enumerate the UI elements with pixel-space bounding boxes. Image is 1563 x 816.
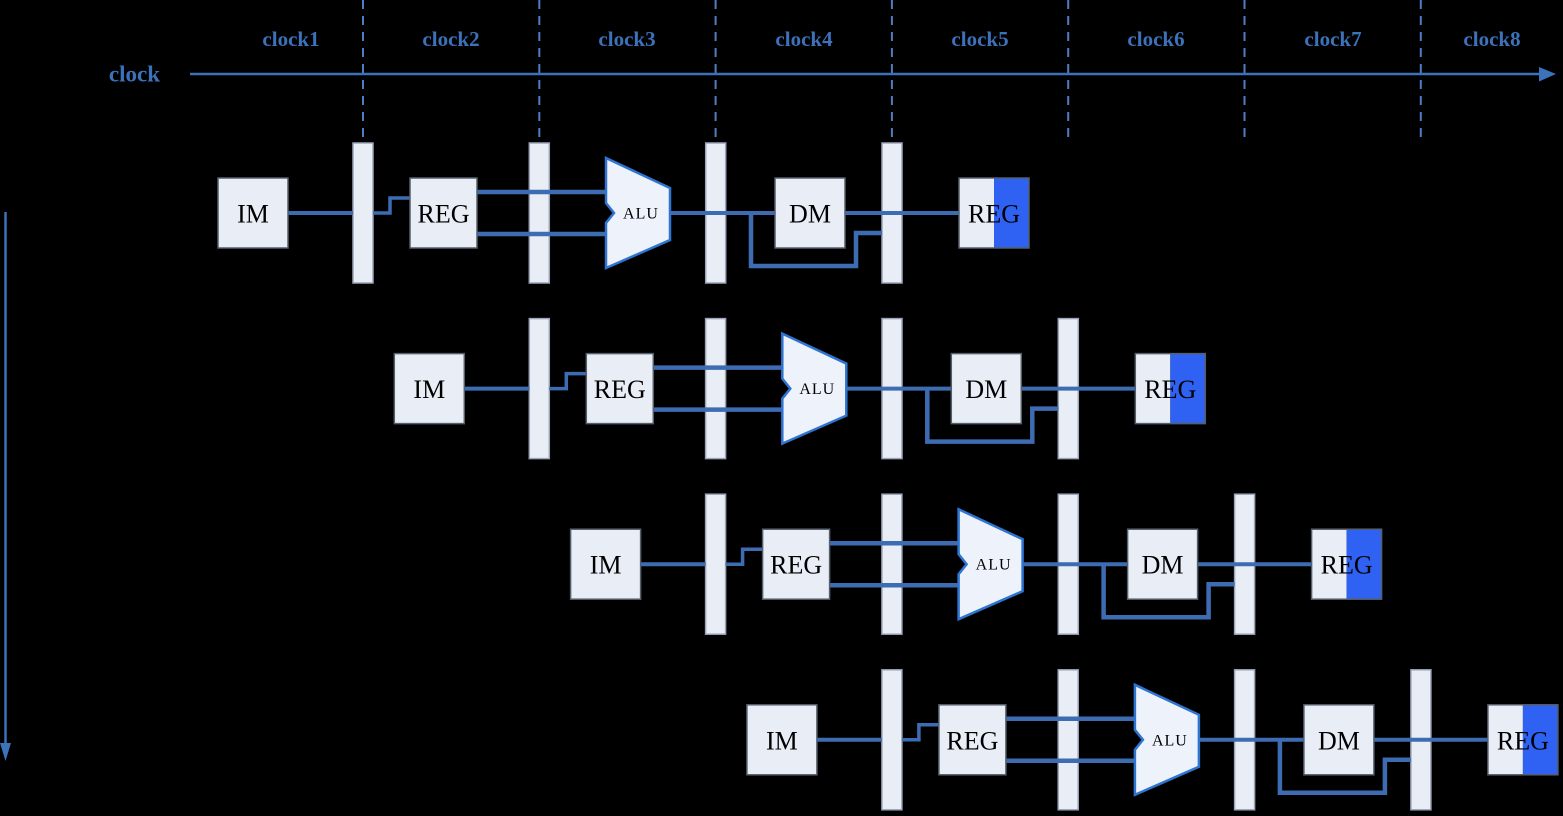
dm-box [774, 177, 846, 249]
writeback-reg-box [1311, 529, 1347, 600]
clock-axis-arrowhead-icon [1539, 67, 1556, 82]
dm-label: DM [1318, 726, 1360, 755]
writeback-reg-outline [958, 177, 1030, 249]
pipeline-register-bar-1 [881, 669, 903, 811]
clock-axis-label: clock [109, 62, 160, 87]
writeback-reg-box [959, 178, 994, 248]
pipeline-register-bar-2 [1057, 669, 1079, 811]
mem-bypass-wire [1101, 564, 1235, 620]
clock-cycle-label-2: clock2 [422, 27, 479, 51]
writeback-reg-label: REG [1321, 551, 1373, 580]
reg-box [585, 352, 655, 425]
pipeline-row-2: IM REG ALU DM REG [393, 317, 1207, 460]
mem-bypass-wire [1277, 739, 1411, 796]
alu-shape [1133, 682, 1201, 797]
pipeline-row-1: IM REG ALU DM REG [217, 142, 1030, 284]
clock-cycle-label-5: clock5 [951, 27, 1008, 51]
dm-box [1126, 528, 1199, 600]
reg-read-hook-wire [901, 723, 939, 742]
pipeline-register-bar-1 [704, 493, 727, 635]
reg-box [938, 704, 1007, 776]
reg-label: REG [594, 375, 646, 404]
alu-label: ALU [799, 381, 835, 398]
pipeline-row-4: IM REG ALU DM REG [746, 669, 1559, 811]
im-label: IM [590, 551, 622, 580]
dm-label: DM [965, 375, 1007, 404]
writeback-reg-outline [1487, 704, 1559, 776]
pipeline-register-bar-2 [704, 317, 727, 460]
clock-cycle-label-4: clock4 [775, 27, 833, 51]
writeback-reg-highlight [994, 178, 1029, 248]
im-box [569, 528, 642, 600]
alu-label: ALU [976, 557, 1012, 574]
reg-read-hook-wire [549, 371, 587, 391]
alu-shape [957, 507, 1024, 622]
writeback-reg-highlight [1170, 353, 1206, 424]
writeback-reg-label: REG [968, 200, 1020, 229]
alu-shape [781, 331, 848, 446]
im-box [393, 352, 466, 425]
mem-bypass-wire [925, 388, 1059, 444]
instruction-order-arrowhead-icon [0, 743, 11, 761]
dm-box [950, 352, 1023, 425]
reg-box [409, 177, 478, 249]
im-label: IM [413, 375, 445, 404]
clock-cycle-label-8: clock8 [1463, 27, 1520, 51]
writeback-reg-box [1135, 353, 1171, 424]
pipeline-register-bar-1 [352, 142, 374, 284]
writeback-reg-highlight [1346, 529, 1382, 600]
pipeline-register-bar-1 [528, 317, 551, 460]
reg-read-hook-wire [373, 196, 410, 215]
instruction-order-arrow [0, 212, 11, 761]
writeback-reg-box [1487, 704, 1523, 775]
clock-cycle-label-1: clock1 [262, 27, 319, 51]
alu-shape [604, 156, 672, 270]
writeback-reg-label: REG [1144, 375, 1196, 404]
dm-label: DM [789, 200, 831, 229]
alu-label: ALU [1152, 732, 1188, 749]
clock-cycle-label-3: clock3 [598, 27, 655, 51]
clock-cycle-label-6: clock6 [1127, 27, 1184, 51]
im-box [217, 177, 289, 249]
pipeline-register-bar-2 [528, 142, 551, 284]
reg-label: REG [946, 726, 998, 755]
reg-label: REG [770, 551, 822, 580]
pipeline-row-3: IM REG ALU DM REG [569, 493, 1383, 635]
reg-label: REG [418, 200, 470, 229]
writeback-reg-outline [1134, 352, 1207, 425]
im-label: IM [766, 726, 798, 755]
clock-cycle-label-7: clock7 [1304, 27, 1361, 51]
mem-bypass-wire [748, 213, 882, 269]
im-box [746, 704, 818, 776]
clock-timeline: clock1 clock2 clock3 clock4 clock5 clock6 cloc… [190, 0, 1556, 140]
pipeline-register-bar-2 [881, 493, 903, 635]
reg-box [761, 528, 831, 600]
writeback-reg-label: REG [1497, 726, 1549, 755]
dm-box [1303, 704, 1375, 776]
writeback-reg-outline [1310, 528, 1383, 600]
dm-label: DM [1142, 551, 1184, 580]
reg-read-hook-wire [725, 547, 763, 566]
writeback-reg-highlight [1522, 704, 1558, 775]
im-label: IM [237, 200, 269, 229]
alu-label: ALU [623, 206, 659, 223]
